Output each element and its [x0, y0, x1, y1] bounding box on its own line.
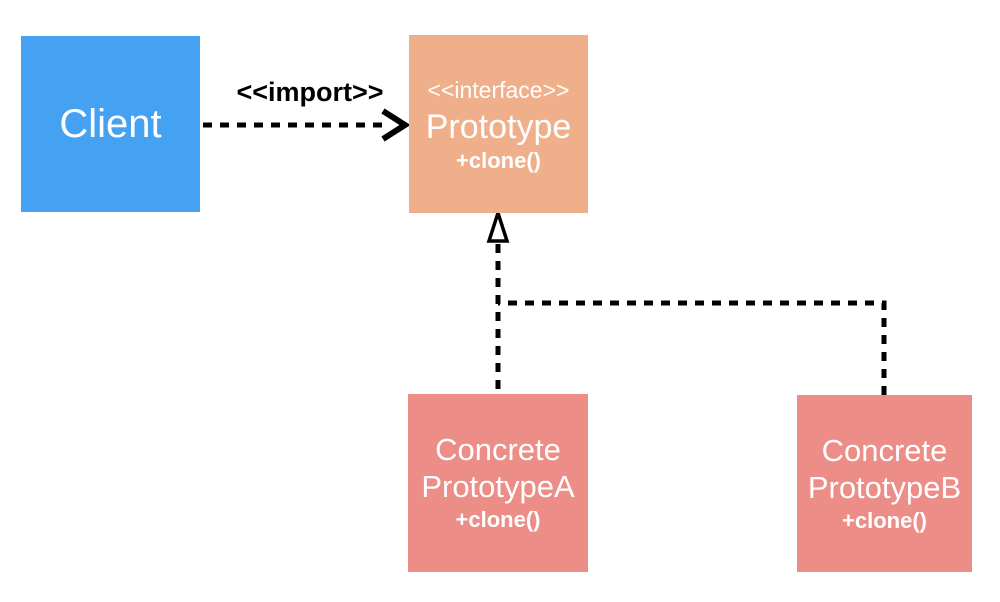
concrete-a-method: +clone() [455, 507, 541, 532]
prototype-stereotype: <<interface>> [427, 77, 570, 103]
node-prototype: <<interface>> Prototype +clone() [409, 35, 588, 213]
node-concrete-prototype-a: Concrete PrototypeA +clone() [408, 394, 588, 572]
realization-line-b [498, 300, 887, 395]
concrete-a-label-line2: PrototypeA [421, 469, 575, 504]
node-client: Client [21, 36, 200, 212]
node-concrete-prototype-b: Concrete PrototypeB +clone() [797, 395, 972, 572]
concrete-b-label-line2: PrototypeB [807, 469, 962, 505]
prototype-method: +clone() [456, 148, 541, 173]
concrete-b-method: +clone() [842, 507, 927, 533]
concrete-a-label-line1: Concrete [435, 432, 561, 467]
import-arrowhead-icon [381, 108, 411, 142]
prototype-label: Prototype [425, 108, 572, 146]
client-label: Client [59, 102, 162, 146]
realization-arrowhead-icon [486, 207, 510, 243]
concrete-b-label-line1: Concrete [821, 432, 948, 468]
import-edge-label: <<import>> [236, 77, 384, 107]
